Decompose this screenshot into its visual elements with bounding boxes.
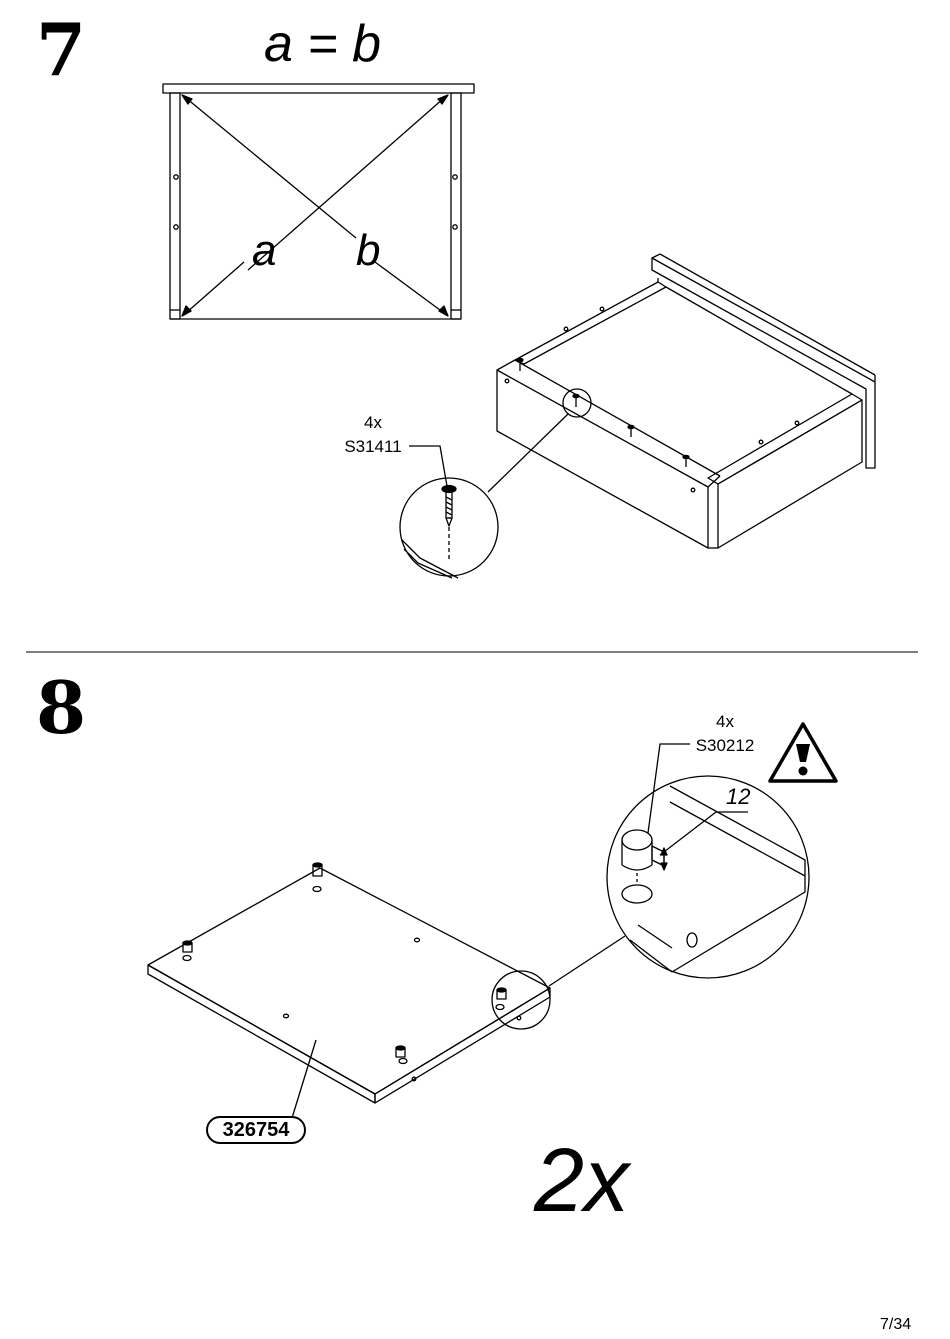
cam-dowel	[183, 941, 192, 952]
cam-code: S30212	[688, 735, 762, 757]
step-number: 8	[36, 672, 86, 744]
drawer-box	[497, 254, 875, 548]
screw-code: S31411	[336, 436, 410, 458]
cam-dowel	[497, 988, 506, 999]
cam-dowel	[396, 1046, 405, 1057]
frame-front-view	[163, 84, 474, 319]
part-number-badge: 326754	[206, 1116, 306, 1144]
step-number: 7	[36, 14, 86, 86]
warning-icon	[770, 724, 836, 781]
page-number: 7/34	[880, 1316, 911, 1334]
diagonal-b-line	[182, 95, 448, 316]
diagonal-a-label: a	[252, 226, 276, 276]
cam-detail-callout	[492, 744, 809, 1029]
dimension-label: 12	[726, 784, 750, 810]
screw-quantity: 4x	[336, 412, 410, 434]
quantity-multiplier: 2x	[534, 1130, 629, 1233]
cam-quantity: 4x	[688, 711, 762, 733]
diagonal-b-label: b	[356, 226, 380, 276]
screw-detail-callout	[400, 389, 591, 578]
panel-326754	[148, 863, 550, 1118]
squareness-formula: a = b	[264, 14, 381, 74]
